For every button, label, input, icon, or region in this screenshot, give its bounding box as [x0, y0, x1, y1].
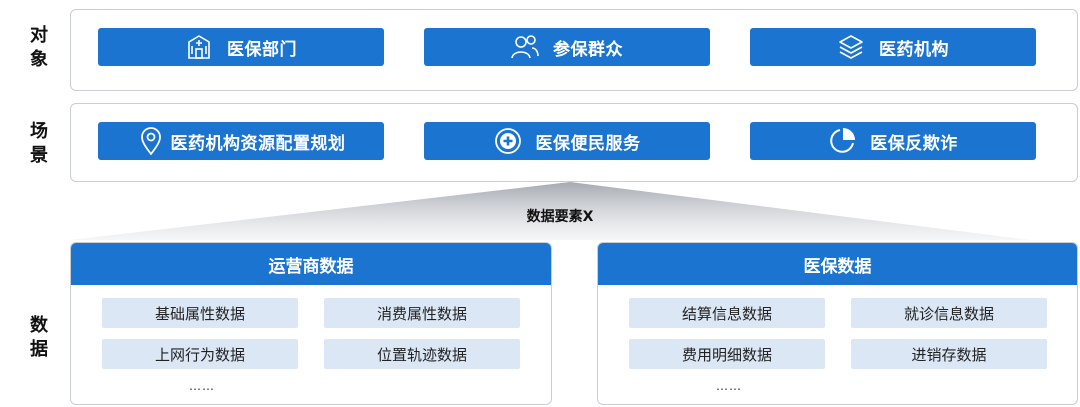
object-label: 参保群众	[553, 39, 623, 60]
data-item: 进销存数据	[851, 339, 1047, 369]
data-item: 上网行为数据	[102, 339, 298, 369]
scene-anti-fraud: 医保反欺诈	[750, 122, 1036, 160]
funnel-label: 数据要素X	[526, 209, 594, 225]
medical-plus-icon	[494, 127, 522, 155]
data-item: 结算信息数据	[629, 298, 825, 328]
scene-resource-planning: 医药机构资源配置规划	[98, 122, 384, 160]
object-label: 医保部门	[227, 39, 297, 60]
data-item: 基础属性数据	[102, 298, 298, 328]
carrier-data-title: 运营商数据	[71, 243, 551, 285]
people-icon	[511, 33, 539, 61]
label-objects: 对 象	[30, 25, 48, 70]
data-item: 费用明细数据	[629, 339, 825, 369]
location-pin-icon	[137, 127, 165, 155]
object-medical-institutions: 医药机构	[750, 28, 1036, 66]
object-insured-public: 参保群众	[424, 28, 710, 66]
hospital-icon	[185, 33, 213, 61]
medical-insurance-data-box: 医保数据 结算信息数据 就诊信息数据 费用明细数据 进销存数据 ……	[597, 242, 1078, 405]
data-element-funnel	[70, 182, 1030, 240]
layers-icon	[837, 33, 865, 61]
carrier-data-box: 运营商数据 基础属性数据 消费属性数据 上网行为数据 位置轨迹数据 ……	[70, 242, 552, 405]
scene-convenience-service: 医保便民服务	[424, 122, 710, 160]
pie-chart-icon	[828, 127, 856, 155]
more-ellipsis: ……	[189, 379, 215, 393]
scene-label: 医保便民服务	[535, 133, 641, 154]
label-scenes: 场 景	[30, 121, 48, 166]
scene-label: 医药机构资源配置规划	[170, 133, 346, 154]
data-item: 位置轨迹数据	[324, 339, 520, 369]
scene-label: 医保反欺诈	[870, 133, 958, 154]
object-medical-insurance-dept: 医保部门	[98, 28, 384, 66]
more-ellipsis: ……	[716, 379, 742, 393]
label-data: 数 据	[30, 315, 48, 360]
data-item: 就诊信息数据	[851, 298, 1047, 328]
medical-insurance-data-title: 医保数据	[598, 243, 1077, 285]
object-label: 医药机构	[879, 39, 949, 60]
data-item: 消费属性数据	[324, 298, 520, 328]
